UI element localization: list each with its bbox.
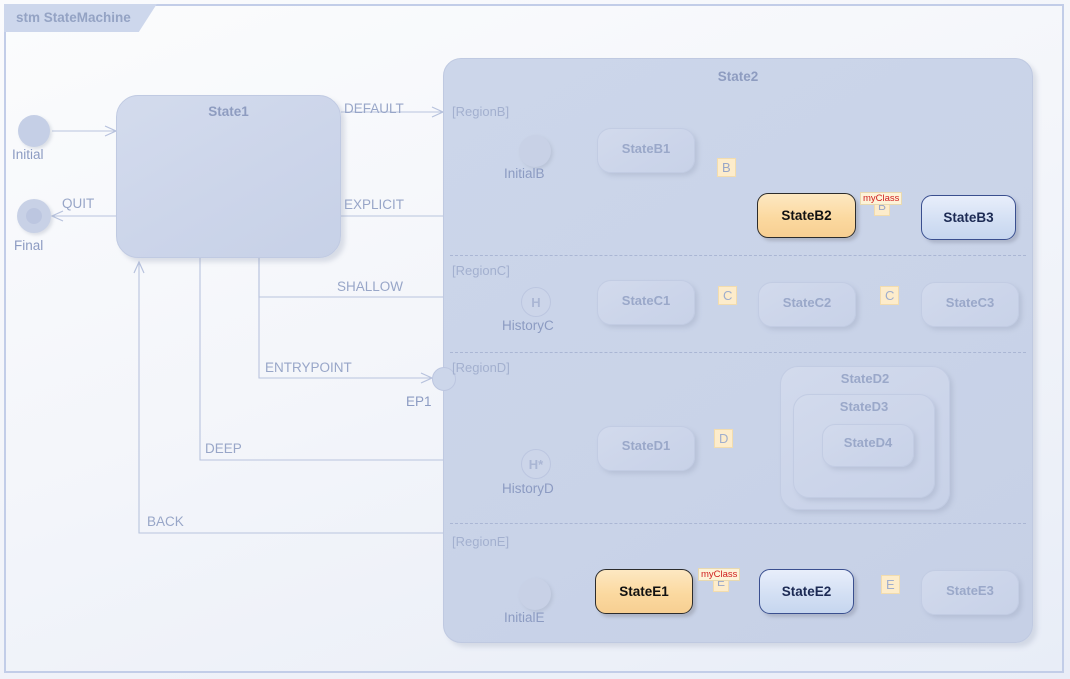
shallow-history-icon-historyc[interactable]: H bbox=[521, 287, 551, 317]
region-divider-c-d bbox=[450, 352, 1026, 353]
state-statec1[interactable]: StateC1 bbox=[597, 280, 695, 325]
initial-pseudostate-icon-initialb[interactable] bbox=[519, 135, 551, 167]
region-label-c: [RegionC] bbox=[452, 263, 510, 278]
initial-pseudostate-icon[interactable] bbox=[18, 115, 50, 147]
event-chip-b1: B bbox=[717, 158, 736, 177]
statec3-label: StateC3 bbox=[945, 295, 995, 310]
state2-label: State2 bbox=[717, 69, 759, 84]
entry-point-icon-ep1[interactable] bbox=[432, 367, 456, 391]
initiale-label: InitialE bbox=[504, 610, 545, 625]
event-chip-c2: C bbox=[880, 286, 900, 305]
state-statee2[interactable]: StateE2 bbox=[759, 569, 854, 614]
state-stated1[interactable]: StateD1 bbox=[597, 426, 695, 471]
region-divider-b-c bbox=[450, 255, 1026, 256]
ep1-label: EP1 bbox=[406, 394, 432, 409]
state-stateb2[interactable]: StateB2 bbox=[757, 193, 856, 238]
state-stated4[interactable]: StateD4 bbox=[822, 424, 914, 467]
state-stateb3[interactable]: StateB3 bbox=[921, 195, 1016, 240]
transition-label-explicit: EXPLICIT bbox=[344, 197, 405, 212]
state-state1[interactable]: State1 bbox=[116, 95, 341, 258]
state-statec3[interactable]: StateC3 bbox=[921, 282, 1019, 327]
region-label-b: [RegionB] bbox=[452, 104, 510, 119]
stateb1-label: StateB1 bbox=[621, 141, 671, 156]
region-divider-d-e bbox=[450, 523, 1026, 524]
event-chip-c1: C bbox=[718, 286, 738, 305]
initial-pseudostate-icon-initiale[interactable] bbox=[519, 578, 551, 610]
final-label: Final bbox=[14, 238, 44, 253]
statec1-label: StateC1 bbox=[621, 293, 671, 308]
stereotype-myclass-e: myClass bbox=[698, 568, 741, 581]
transition-label-quit: QUIT bbox=[62, 196, 95, 211]
stated4-label: StateD4 bbox=[843, 435, 893, 450]
deep-history-icon-historyd[interactable]: H* bbox=[521, 449, 551, 479]
state-statee1[interactable]: StateE1 bbox=[595, 569, 693, 614]
region-label-d: [RegionD] bbox=[452, 360, 510, 375]
transition-label-default: DEFAULT bbox=[344, 101, 404, 116]
final-state-icon[interactable] bbox=[17, 199, 51, 233]
initial-label: Initial bbox=[12, 147, 44, 162]
historyc-label: HistoryC bbox=[502, 318, 554, 333]
stated3-label: StateD3 bbox=[839, 399, 889, 414]
state-statec2[interactable]: StateC2 bbox=[758, 282, 856, 327]
state1-label: State1 bbox=[208, 104, 249, 119]
historyd-label: HistoryD bbox=[502, 481, 554, 496]
diagram-tab-label: stm StateMachine bbox=[4, 4, 157, 32]
stated1-label: StateD1 bbox=[621, 438, 671, 453]
stereotype-myclass-b: myClass bbox=[860, 192, 903, 205]
statee3-label: StateE3 bbox=[946, 583, 994, 598]
initialb-label: InitialB bbox=[504, 166, 545, 181]
state-stateb1[interactable]: StateB1 bbox=[597, 128, 695, 173]
state-statee3[interactable]: StateE3 bbox=[921, 570, 1019, 615]
event-chip-d1: D bbox=[714, 429, 734, 448]
transition-label-back: BACK bbox=[147, 514, 184, 529]
event-chip-e2: E bbox=[881, 575, 900, 594]
stated2-label: StateD2 bbox=[840, 371, 890, 386]
transition-label-deep: DEEP bbox=[205, 441, 242, 456]
region-label-e: [RegionE] bbox=[452, 534, 510, 549]
transition-label-shallow: SHALLOW bbox=[337, 279, 404, 294]
transition-label-entrypoint: ENTRYPOINT bbox=[265, 360, 352, 375]
statec2-label: StateC2 bbox=[782, 295, 832, 310]
